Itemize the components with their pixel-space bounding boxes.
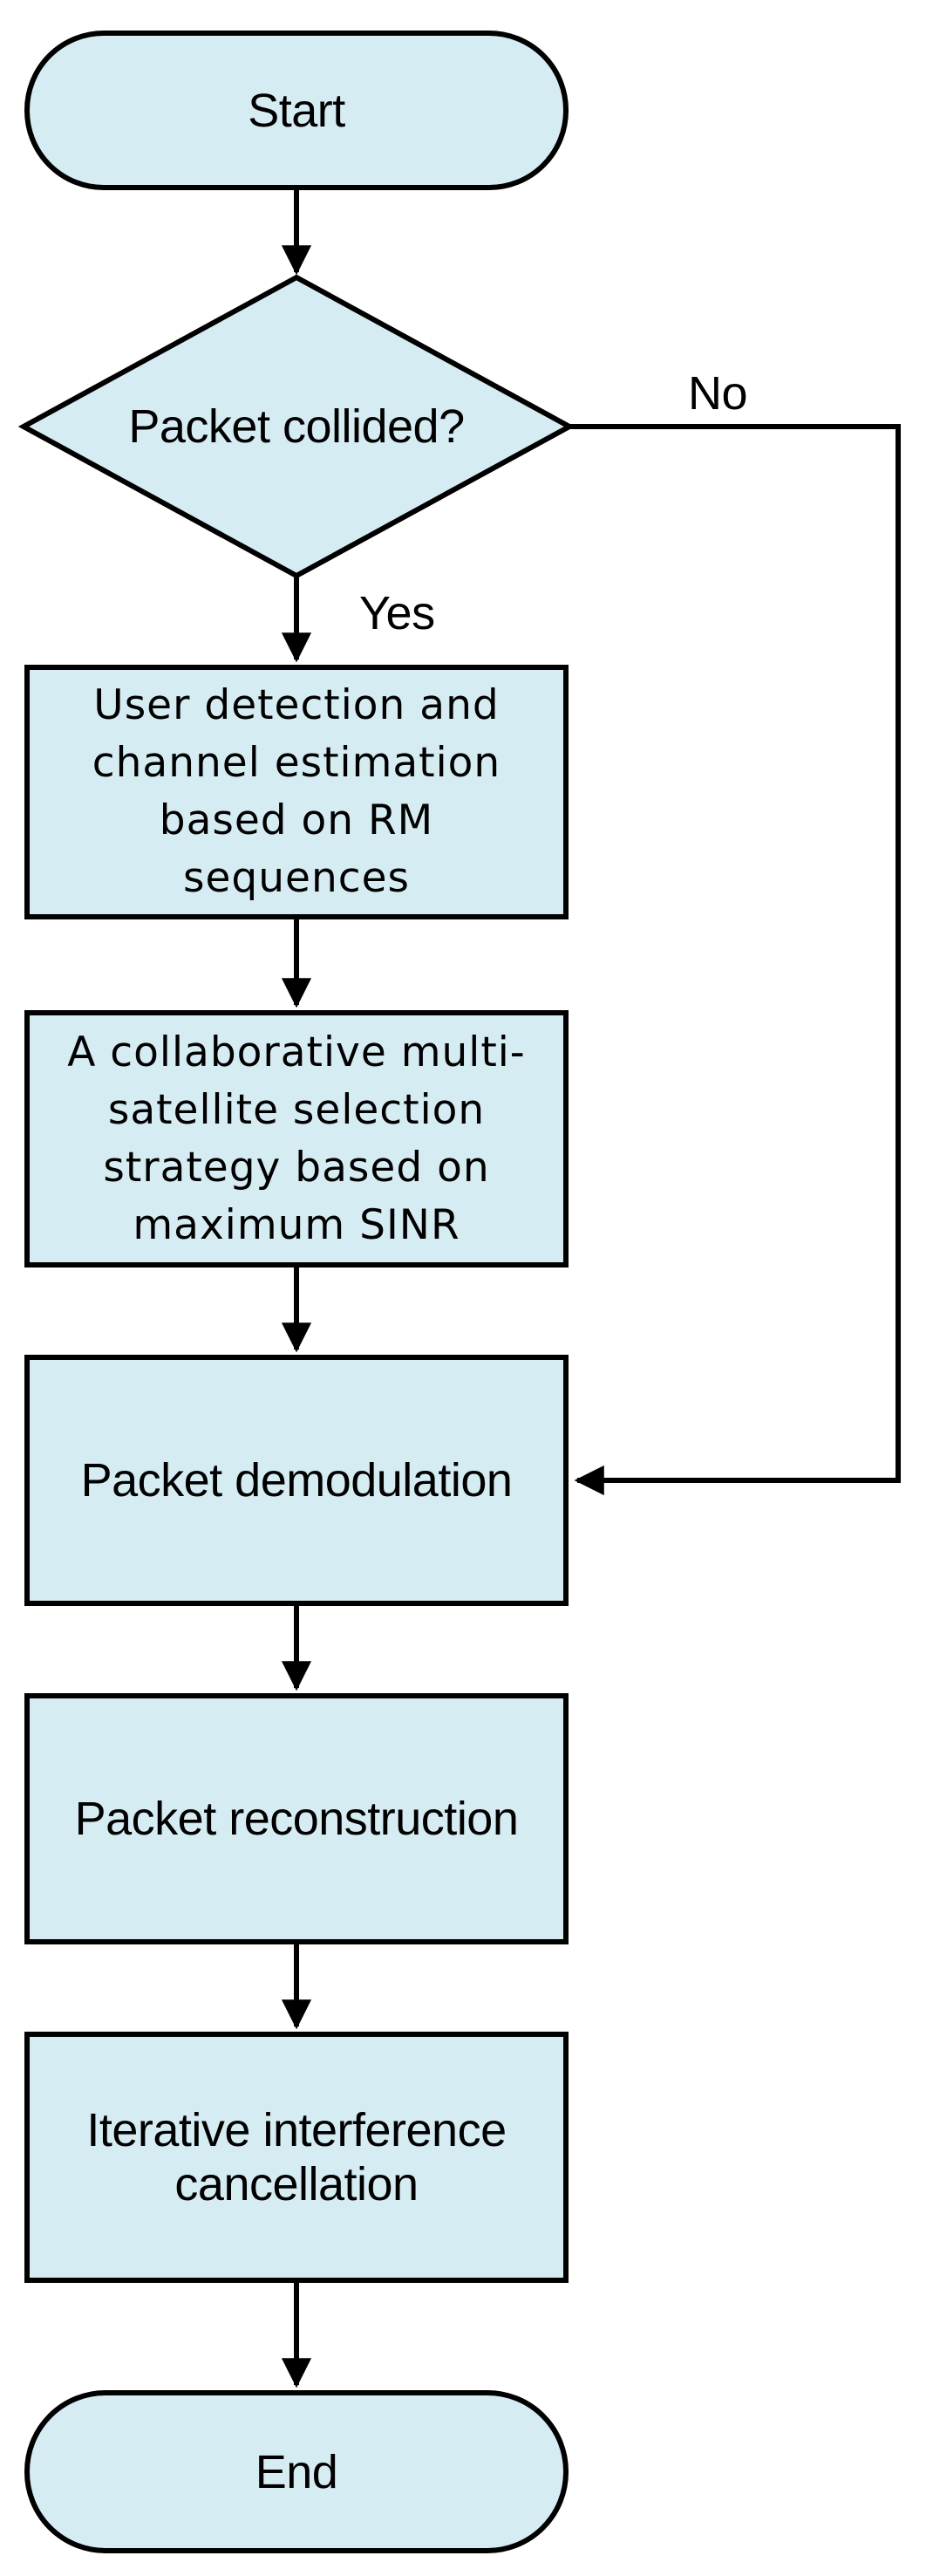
- iterative-cancellation-label: Iterative interference cancellation: [24, 2032, 569, 2283]
- iterative-cancellation-process-shape: [24, 2032, 569, 2283]
- packet-reconstruction-label: Packet reconstruction: [24, 1693, 569, 1944]
- end-label-text: End: [255, 2445, 338, 2498]
- yes-edge-label: Yes: [359, 587, 435, 639]
- satellite-selection-line: A collaborative multi-: [67, 1028, 526, 1076]
- satellite-selection-line: satellite selection: [107, 1085, 486, 1134]
- packet-demodulation-line: Packet demodulation: [80, 1454, 513, 1507]
- satellite-selection-label: A collaborative multi- satellite selecti…: [24, 1010, 569, 1268]
- packet-reconstruction-line: Packet reconstruction: [74, 1793, 519, 1845]
- packet-demodulation-label: Packet demodulation: [24, 1355, 569, 1606]
- end-terminator-shape: [24, 2390, 569, 2553]
- user-detection-line: based on RM: [159, 796, 434, 844]
- packet-reconstruction-process-shape: [24, 1693, 569, 1944]
- satellite-selection-process-shape: [24, 1010, 569, 1268]
- no-edge-label: No: [687, 367, 748, 420]
- start-label-text: Start: [248, 84, 345, 137]
- decision-label: Packet collided?: [24, 277, 569, 576]
- iterative-cancellation-line: Iterative interference: [86, 2104, 507, 2156]
- end-label: End: [24, 2390, 569, 2553]
- iterative-cancellation-line: cancellation: [174, 2158, 419, 2210]
- packet-demodulation-process-shape: [24, 1355, 569, 1606]
- decision-label-text: Packet collided?: [128, 400, 465, 453]
- user-detection-process-shape: [24, 665, 569, 919]
- edge-decision-no: [569, 424, 901, 1496]
- satellite-selection-line: maximum SINR: [133, 1200, 460, 1249]
- satellite-selection-line: strategy based on: [103, 1143, 490, 1192]
- user-detection-line: sequences: [183, 854, 410, 902]
- start-terminator-shape: [24, 31, 569, 190]
- user-detection-line: User detection and: [93, 681, 500, 729]
- start-label: Start: [24, 31, 569, 190]
- decision-diamond-shape: [17, 274, 575, 579]
- user-detection-line: channel estimation: [92, 739, 501, 787]
- user-detection-label: User detection and channel estimation ba…: [24, 665, 569, 919]
